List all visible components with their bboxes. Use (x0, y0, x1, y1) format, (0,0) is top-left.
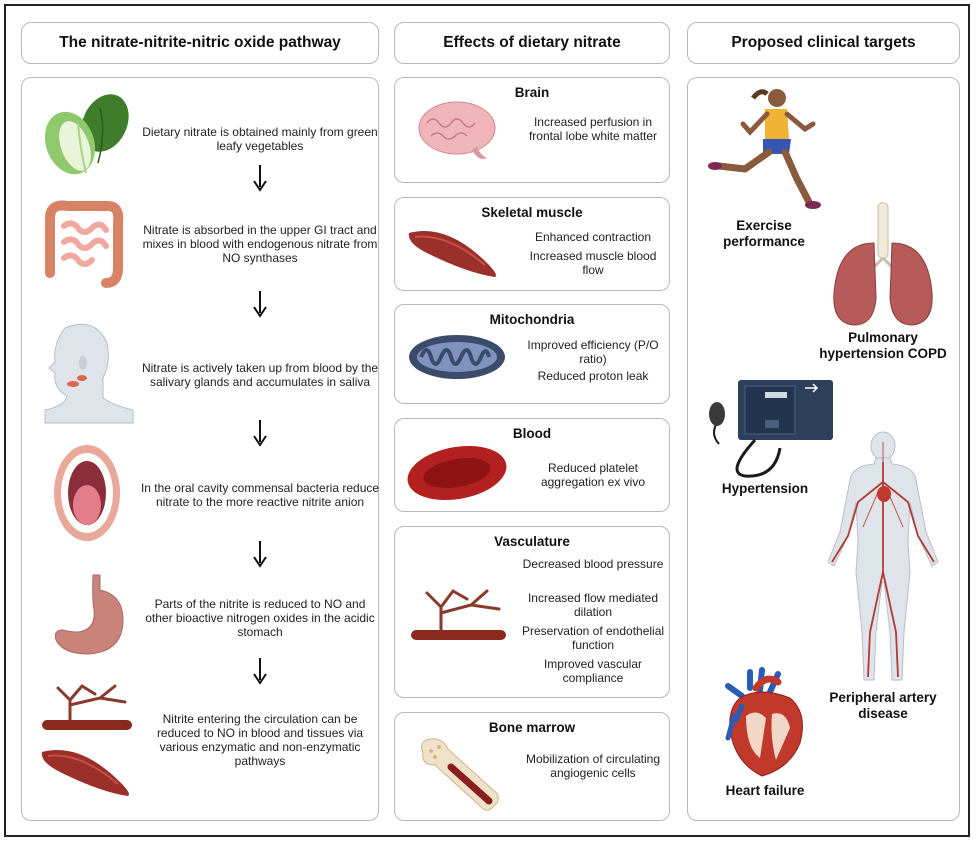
effect-box-vasculature: Vasculature Decreased blood pressure Inc… (394, 526, 670, 698)
pathway-step-4: In the oral cavity commensal bacteria re… (140, 481, 380, 509)
effect-line: Improved vascular compliance (543, 657, 643, 685)
header-targets: Proposed clinical targets (687, 22, 960, 64)
target-hypertension-label: Hypertension (721, 481, 809, 496)
arterial-system-body-icon (827, 431, 939, 681)
down-arrow-icon (253, 541, 267, 568)
stomach-icon (54, 574, 124, 655)
effect-box-bone-marrow: Bone marrow Mobilization of circulating … (394, 712, 670, 821)
skeletal-muscle-icon (41, 750, 129, 796)
effect-title: Skeletal muscle (481, 205, 583, 220)
target-exercise-label: Exercise performance (723, 218, 805, 249)
lungs-icon (833, 202, 933, 326)
bone-marrow-icon (421, 738, 499, 811)
effect-line: Mobilization of circulating angiogenic c… (525, 752, 661, 780)
blood-vessel-icon (411, 589, 506, 640)
effect-line: Decreased blood pressure (522, 557, 664, 571)
down-arrow-icon (253, 165, 267, 192)
down-arrow-icon (253, 291, 267, 318)
down-arrow-icon (253, 658, 267, 685)
pathway-step-6: Nitrite entering the circulation can be … (156, 712, 364, 768)
runner-icon (708, 89, 821, 209)
mitochondria-icon (409, 335, 505, 379)
effect-box-skeletal-muscle: Skeletal muscle Enhanced contraction Inc… (394, 197, 670, 291)
figure-frame (4, 4, 970, 837)
effect-line: Increased muscle blood flow (529, 249, 657, 277)
effect-title: Mitochondria (489, 312, 575, 327)
effect-line: Reduced proton leak (537, 369, 649, 383)
intestines-icon (45, 200, 124, 288)
pathway-step-5: Parts of the nitrite is reduced to NO an… (145, 597, 375, 639)
blood-vessel-icon (42, 684, 132, 730)
header-pathway: The nitrate-nitrite-nitric oxide pathway (21, 22, 379, 64)
heart-icon (725, 667, 803, 777)
effect-line: Enhanced contraction (534, 230, 652, 244)
brain-icon (418, 101, 496, 159)
red-blood-cell-icon (407, 445, 507, 501)
effect-title: Blood (512, 426, 552, 441)
effect-box-blood: Blood Reduced platelet aggregation ex vi… (394, 418, 670, 512)
leafy-vegetables-icon (44, 94, 129, 175)
effect-line: Reduced platelet aggregation ex vivo (540, 461, 646, 489)
effect-box-brain: Brain Increased perfusion in frontal lob… (394, 77, 670, 183)
target-pad-label: Peripheral artery disease (829, 690, 937, 721)
targets-panel (687, 77, 960, 821)
target-pulmonary-label: Pulmonary hypertension COPD (819, 330, 947, 361)
effect-line: Improved efficiency (P/O ratio) (527, 338, 659, 366)
head-profile-icon (44, 323, 134, 424)
effect-line: Preservation of endothelial function (521, 624, 665, 652)
header-effects: Effects of dietary nitrate (394, 22, 670, 64)
pathway-step-3: Nitrate is actively taken up from blood … (141, 361, 379, 389)
pathway-step-1: Dietary nitrate is obtained mainly from … (142, 125, 378, 153)
open-mouth-icon (54, 445, 120, 541)
pathway-step-2: Nitrate is absorbed in the upper GI trac… (142, 223, 378, 265)
target-heart-failure-label: Heart failure (725, 783, 805, 798)
effect-title: Vasculature (494, 534, 570, 549)
effect-box-mitochondria: Mitochondria Improved efficiency (P/O ra… (394, 304, 670, 404)
skeletal-muscle-icon (408, 231, 496, 277)
effect-title: Bone marrow (488, 720, 576, 735)
effect-title: Brain (514, 85, 550, 100)
blood-pressure-monitor-icon (709, 380, 833, 478)
down-arrow-icon (253, 420, 267, 447)
effect-line: Increased flow mediated dilation (527, 591, 659, 619)
effect-line: Increased perfusion in frontal lobe whit… (528, 115, 658, 143)
